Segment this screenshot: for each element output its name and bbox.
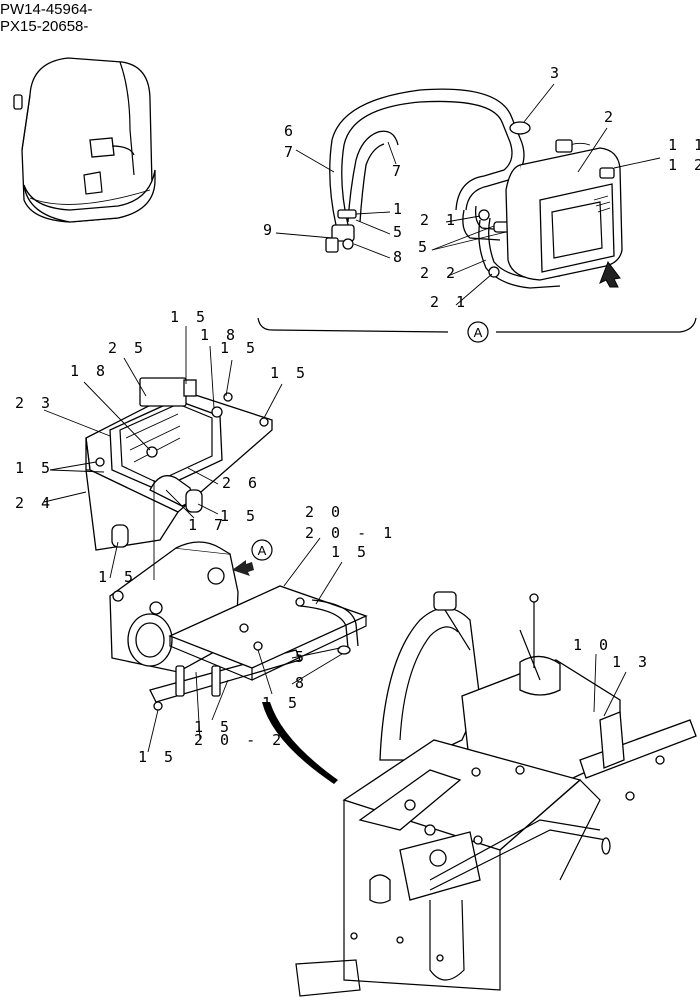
part-callout: 1 0 (573, 636, 612, 654)
frame-leaders (593, 653, 627, 717)
part-callout: 1 5 (170, 308, 209, 326)
part-callout: 2 2 (420, 264, 459, 282)
mid-leaders (43, 326, 343, 753)
part-callout: 2 3 (15, 394, 54, 412)
part-callout: 2 0 (305, 503, 344, 521)
part-callout: 1 3 (612, 653, 651, 671)
part-callout: 1 5 (262, 694, 301, 712)
part-callout: 2 0 - 2 (194, 731, 285, 749)
view-a-letter: A (258, 543, 267, 558)
cab-thumbnail (13, 57, 156, 223)
view-a-arrow: A (232, 539, 273, 576)
part-callout: 1 5 (270, 364, 309, 382)
serial-number-range-2: PX15-20658- (0, 18, 89, 35)
heater-cover-bracket (85, 377, 273, 551)
part-callout: 2 4 (15, 494, 54, 512)
part-callout: 1 5 (98, 568, 137, 586)
part-callout: 1 7 (188, 516, 227, 534)
part-callout: 9 (263, 221, 276, 239)
part-callout: 2 5 (108, 339, 147, 357)
part-callout: 1 8 (200, 326, 239, 344)
callout-labels: 321 11 267715982 152 22 11 51 82 51 51 8… (15, 64, 700, 766)
part-callout: 2 1 (420, 211, 459, 229)
heater-hose-assembly (325, 88, 561, 289)
part-callout: 1 8 (70, 362, 109, 380)
part-callout: 1 2 (668, 156, 700, 174)
part-callout: 1 5 (138, 748, 177, 766)
install-location-arrow (262, 702, 338, 784)
part-callout: 7 (392, 162, 405, 180)
part-callout: 1 5 (194, 718, 233, 736)
part-callout: 7 (284, 143, 297, 161)
part-callout: 3 (550, 64, 563, 82)
part-callout: 1 (393, 200, 406, 218)
part-callout: 2 1 (430, 293, 469, 311)
part-callout: 1 1 (668, 136, 700, 154)
part-callout: 2 0 - 1 (305, 524, 396, 542)
cab-frame-installation (295, 591, 697, 997)
part-callout: 8 (295, 674, 308, 692)
part-callout: 5 (418, 238, 431, 256)
section-a-marker: A (467, 321, 489, 343)
part-callout: 1 5 (331, 543, 370, 561)
part-callout: 5 (393, 223, 406, 241)
part-callout: 1 5 (220, 339, 259, 357)
section-a-leaders (257, 83, 697, 333)
part-callout: 2 6 (222, 474, 261, 492)
section-a-letter: A (474, 325, 483, 340)
part-callout: 6 (284, 122, 297, 140)
part-callout: 1 5 (220, 507, 259, 525)
part-callout: 5 (295, 648, 308, 666)
heater-unit (505, 139, 623, 288)
serial-number-range-1: PW14-45964- (0, 1, 93, 18)
part-callout: 2 (604, 108, 617, 126)
part-callout: 1 5 (15, 459, 54, 477)
part-callout: 8 (393, 248, 406, 266)
